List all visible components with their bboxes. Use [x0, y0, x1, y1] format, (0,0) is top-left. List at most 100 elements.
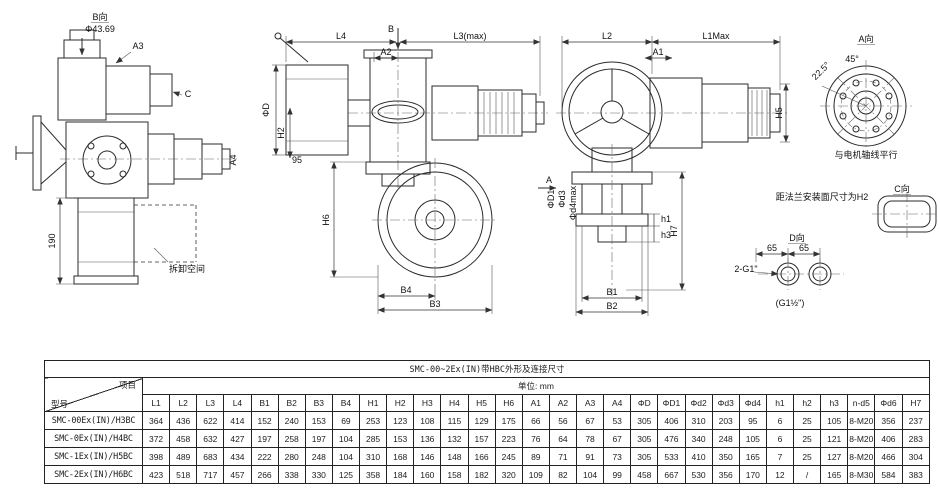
value-cell: 683: [196, 447, 225, 466]
value-cell: 266: [250, 465, 279, 484]
value-cell: 67: [603, 429, 632, 448]
value-cell: 12: [765, 465, 795, 484]
value-cell: 78: [575, 429, 605, 448]
value-cell: 157: [467, 429, 496, 448]
value-cell: 338: [277, 465, 306, 484]
view-d: [753, 248, 844, 290]
dimension-label: C: [185, 89, 192, 99]
value-cell: 466: [874, 447, 903, 466]
value-cell: 153: [386, 429, 415, 448]
value-cell: 136: [413, 429, 442, 448]
value-cell: 222: [250, 447, 279, 466]
column-header: h1: [765, 394, 795, 412]
value-cell: 533: [657, 447, 686, 466]
value-cell: 356: [874, 411, 903, 430]
value-cell: 364: [141, 411, 171, 430]
value-cell: 99: [603, 465, 632, 484]
drawing-labels: B向Φ43.69A3CA4拆卸空间190L4BA2L3(max)ΦDH295H6…: [47, 11, 911, 311]
dimension-label: A向: [858, 33, 873, 44]
value-cell: 280: [277, 447, 306, 466]
dimension-table: SMC-00~2Ex(IN)带HBC外形及连接尺寸 项目 型号 单位: mm L…: [44, 360, 930, 484]
column-header: B3: [304, 394, 333, 412]
dimension-label: L2: [602, 31, 612, 41]
value-cell: 109: [521, 465, 550, 484]
value-cell: 434: [223, 447, 252, 466]
engineering-drawing: B向Φ43.69A3CA4拆卸空间190L4BA2L3(max)ΦDH295H6…: [15, 11, 938, 316]
dimension-label: H2: [276, 127, 286, 139]
dimension-label: A: [546, 175, 552, 185]
value-cell: 223: [494, 429, 523, 448]
dimension-label: B1: [606, 287, 617, 297]
column-header: A2: [548, 394, 578, 412]
value-cell: 356: [711, 465, 740, 484]
value-cell: 6: [765, 411, 795, 430]
value-cell: 132: [440, 429, 469, 448]
column-header: B2: [277, 394, 306, 412]
value-cell: 25: [792, 411, 822, 430]
unit-row: 项目 型号 单位: mm: [44, 377, 930, 412]
view-right: [538, 36, 790, 316]
dimension-label: L4: [336, 31, 346, 41]
value-cell: 95: [738, 411, 767, 430]
column-header: H4: [440, 394, 469, 412]
column-header: h3: [820, 394, 849, 412]
dimension-label: h1: [661, 214, 671, 224]
column-header: B4: [331, 394, 361, 412]
value-cell: 25: [792, 447, 822, 466]
dimension-label: 45°: [845, 54, 859, 64]
dimension-label: H7: [669, 225, 679, 237]
value-cell: 584: [874, 465, 903, 484]
value-cell: 115: [440, 411, 469, 430]
value-cell: 8-M30: [847, 465, 876, 484]
dimension-label: 2-G1": [734, 264, 757, 274]
value-cell: 91: [575, 447, 605, 466]
column-header: ΦD1: [657, 394, 686, 412]
dimension-label: 65: [767, 243, 777, 253]
value-cell: 67: [575, 411, 605, 430]
dimension-label: ΦD: [261, 103, 271, 117]
value-cell: 427: [223, 429, 252, 448]
value-cell: 8-M20: [847, 411, 876, 430]
dimension-label: 190: [47, 233, 57, 248]
value-cell: 170: [738, 465, 767, 484]
column-header: A4: [603, 394, 632, 412]
unit-cell: 单位: mm: [142, 377, 930, 395]
column-header: H6: [494, 394, 523, 412]
value-cell: 258: [277, 429, 306, 448]
value-cell: 53: [603, 411, 632, 430]
column-header: A1: [521, 394, 550, 412]
value-cell: 127: [820, 447, 849, 466]
dimension-label: A2: [380, 47, 391, 57]
column-header: B1: [250, 394, 279, 412]
value-cell: 197: [304, 429, 333, 448]
value-cell: 8-M20: [847, 447, 876, 466]
value-cell: 158: [440, 465, 469, 484]
value-cell: 69: [331, 411, 361, 430]
value-cell: 76: [521, 429, 550, 448]
value-cell: 457: [223, 465, 252, 484]
value-cell: 406: [657, 411, 686, 430]
dimension-label: 距法兰安装面尺寸为H2: [776, 191, 869, 202]
value-cell: 73: [603, 447, 632, 466]
column-header: Φd2: [684, 394, 713, 412]
view-b-side: [15, 29, 238, 285]
column-header: H3: [413, 394, 442, 412]
value-cell: 330: [304, 465, 333, 484]
value-cell: 82: [548, 465, 578, 484]
model-cell: SMC-00Ex(IN)/H3BC: [44, 411, 143, 430]
dimension-label: 与电机轴线平行: [834, 149, 897, 160]
column-header: A3: [575, 394, 605, 412]
value-cell: 6: [765, 429, 795, 448]
value-cell: 414: [223, 411, 252, 430]
value-cell: 310: [358, 447, 388, 466]
value-cell: 165: [820, 465, 849, 484]
value-cell: 168: [386, 447, 415, 466]
unit-label: 单位: mm: [518, 381, 554, 391]
value-cell: 518: [169, 465, 198, 484]
dimension-label: L1Max: [702, 31, 730, 41]
value-cell: 153: [304, 411, 333, 430]
title-row: SMC-00~2Ex(IN)带HBC外形及连接尺寸: [44, 360, 930, 378]
